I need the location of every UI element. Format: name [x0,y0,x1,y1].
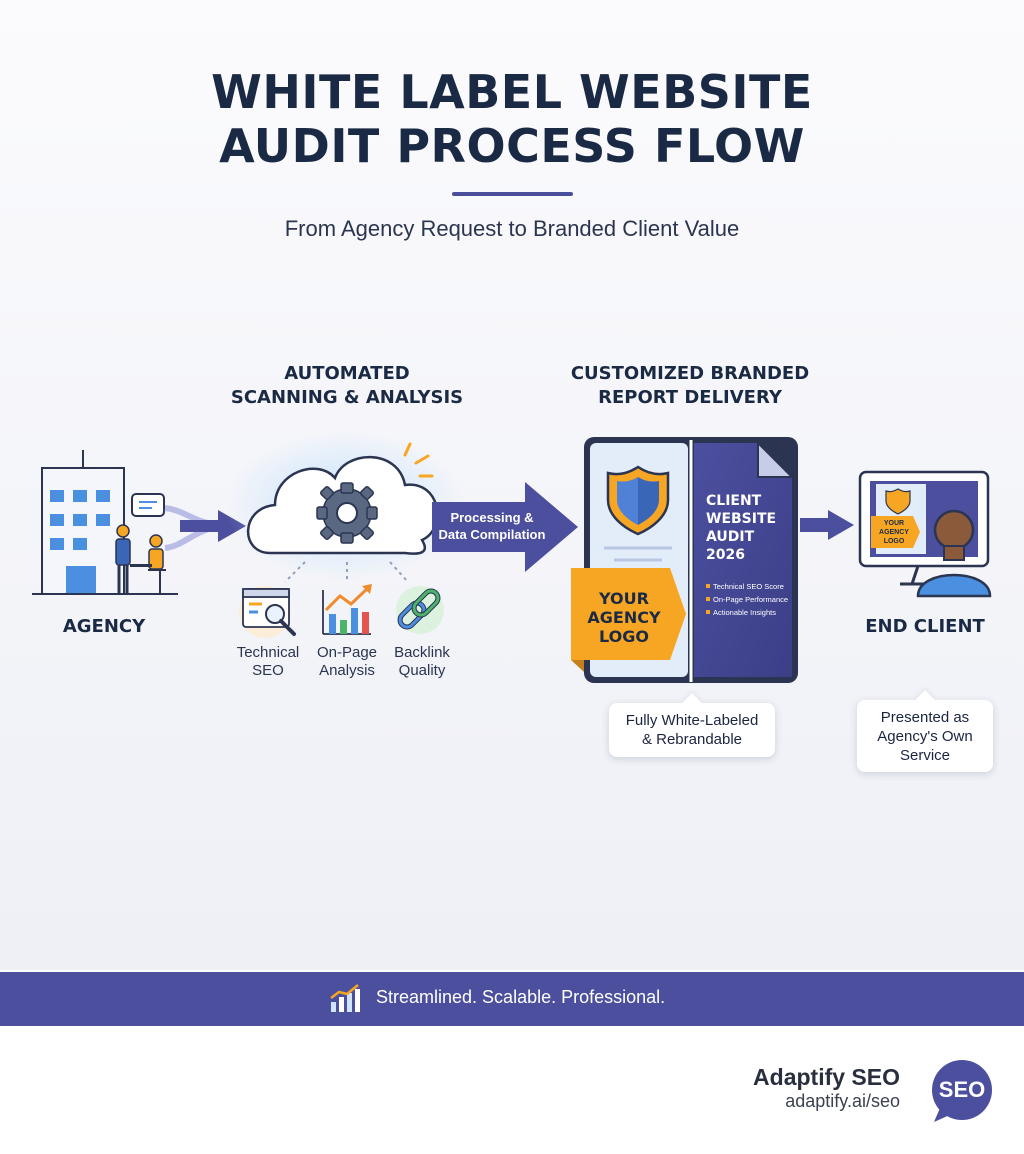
screen-agency-logo-text: YOUR AGENCY LOGO [872,519,916,546]
report-bullet-markers [706,584,710,614]
white-label-callout: Fully White-Labeled & Rebrandable [609,703,775,757]
end-client-label: END CLIENT [865,616,985,637]
end-client-person-icon [916,509,992,598]
page-title-line-1: WHITE LABEL WEBSITE [211,65,813,119]
screen-logo-line-2: AGENCY [879,529,909,536]
backlink-quality-label: Backlink Quality [378,644,466,680]
technical-seo-line-2: SEO [252,662,284,679]
white-label-callout-line-2: & Rebrandable [641,731,743,748]
agency-people-icon [115,493,166,593]
footer-tagline: Streamlined. Scalable. Professional. [376,987,666,1007]
on-page-analysis-label: On-Page Analysis [303,644,391,680]
scanning-title-line-2: SCANNING & ANALYSIS [230,387,464,408]
white-label-callout-line-1: Fully White-Labeled [625,712,759,729]
report-title-line-1: CUSTOMIZED BRANDED [570,363,810,384]
footer-band [0,972,1024,1026]
doc-title-line-3: AUDIT [706,529,755,545]
brand-url[interactable]: adaptify.ai/seo [785,1091,900,1111]
doc-title-line-1: CLIENT [706,493,762,509]
cloud-connector-lines [284,561,409,583]
shield-icon [606,465,670,536]
logo-line-2: AGENCY [587,608,661,627]
doc-title-line-4: 2026 [706,547,745,563]
processing-line-2: Data Compilation [438,527,546,542]
report-agency-logo-text: YOUR AGENCY LOGO [578,589,670,646]
logo-line-1: YOUR [599,589,649,608]
agency-service-callout: Presented as Agency's Own Service [857,700,993,772]
service-callout-line-1: Presented as [880,709,970,726]
report-stage-title: CUSTOMIZED BRANDED REPORT DELIVERY [540,362,840,410]
scanning-stage-title: AUTOMATED SCANNING & ANALYSIS [210,362,484,410]
brand-name: Adaptify SEO [753,1064,900,1090]
doc-title-line-2: WEBSITE [706,511,777,527]
screen-logo-line-1: YOUR [883,520,905,527]
gear-icon [316,482,378,544]
logo-line-3: LOGO [599,627,649,646]
technical-seo-line-1: Technical [236,644,300,661]
chain-link-icon [396,586,444,634]
technical-seo-label: Technical SEO [224,644,312,680]
processing-line-1: Processing & [450,510,534,525]
service-callout-line-2: Agency's Own [877,728,973,745]
doc-bullet-item: Technical SEO Score [713,582,784,591]
on-page-line-1: On-Page [316,644,378,661]
backlink-line-1: Backlink [394,644,450,661]
screen-logo-line-3: LOGO [883,538,905,545]
growth-chart-icon [322,584,372,635]
growth-bars-icon [330,984,360,1012]
process-flow-diagram [32,430,992,683]
processing-label: Processing & Data Compilation [432,509,552,543]
magnifier-browser-icon [239,586,296,638]
doc-bullet-item: Actionable Insights [713,608,776,617]
scanning-title-line-1: AUTOMATED [284,363,410,384]
page-title-line-2: AUDIT PROCESS FLOW [219,119,805,173]
report-to-client-arrow [800,510,854,540]
report-doc-bullets: Technical SEO Score On-Page Performance … [713,580,795,619]
title-divider [452,192,573,196]
seo-badge-text: SEO [938,1077,986,1102]
backlink-line-2: Quality [398,662,446,679]
on-page-line-2: Analysis [319,662,375,679]
report-title-line-2: REPORT DELIVERY [598,387,782,408]
agency-logo-placeholder [571,568,686,672]
seo-badge-logo: SEO [930,1060,994,1122]
page-subtitle: From Agency Request to Branded Client Va… [284,216,740,241]
report-doc-title: CLIENT WEBSITE AUDIT 2026 [706,492,790,564]
agency-building-icon [32,450,178,595]
service-callout-line-3: Service [899,747,951,764]
processing-arrow [432,482,578,572]
doc-bullet-item: On-Page Performance [713,595,789,604]
agency-label: AGENCY [62,616,146,637]
